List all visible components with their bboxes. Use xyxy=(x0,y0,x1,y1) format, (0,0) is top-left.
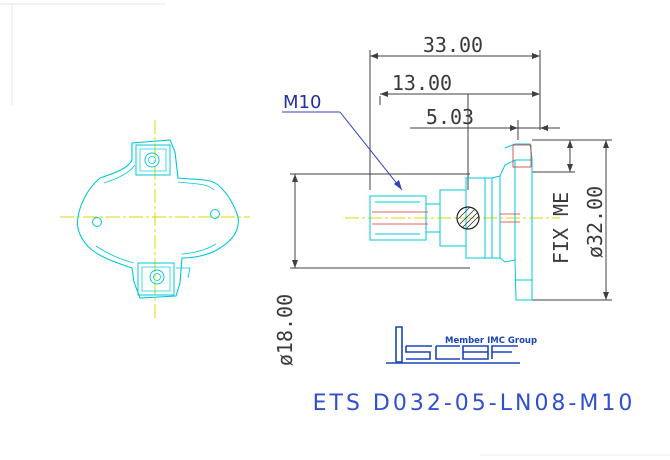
dim-fix-label: FIX ME xyxy=(549,192,573,264)
thread-leader xyxy=(339,111,403,191)
bottom-insert-screw xyxy=(149,269,165,285)
logo-tagline: Member IMC Group xyxy=(445,336,537,346)
bottom-insert-screw-head xyxy=(153,273,161,281)
dim-overall-length: 33.00 xyxy=(423,33,483,57)
bottom-insert-clamp xyxy=(176,267,191,279)
top-insert xyxy=(135,144,171,176)
end-view-chip-faces xyxy=(95,164,217,264)
coolant-hole-right xyxy=(210,209,220,219)
end-view xyxy=(60,120,250,318)
dim-flange-length: 13.00 xyxy=(392,71,452,95)
flute-face xyxy=(491,159,516,263)
top-insert-inner xyxy=(139,148,167,172)
top-insert-screw xyxy=(144,152,160,168)
part-number: ETS D032-05-LN08-M10 xyxy=(313,391,636,416)
top-insert-screw-head xyxy=(148,156,156,164)
dim-body-diameter: ø18.00 xyxy=(273,294,297,366)
end-view-body-outline xyxy=(76,139,239,299)
section-marker xyxy=(456,206,480,230)
side-view xyxy=(282,50,612,301)
bottom-insert-inner xyxy=(141,266,171,292)
thread-label: M10 xyxy=(283,92,321,113)
bottom-insert xyxy=(137,262,175,296)
dim-cut-diameter: ø32.00 xyxy=(583,186,607,258)
insert-section-box xyxy=(512,144,532,168)
thread-shank xyxy=(369,195,427,241)
coolant-hole-left xyxy=(92,217,102,227)
cutting-head xyxy=(504,143,533,301)
brand-logo: Member IMC Group xyxy=(386,326,537,364)
logo-lettering xyxy=(386,326,520,364)
dim-insert-offset: 5.03 xyxy=(426,105,474,129)
